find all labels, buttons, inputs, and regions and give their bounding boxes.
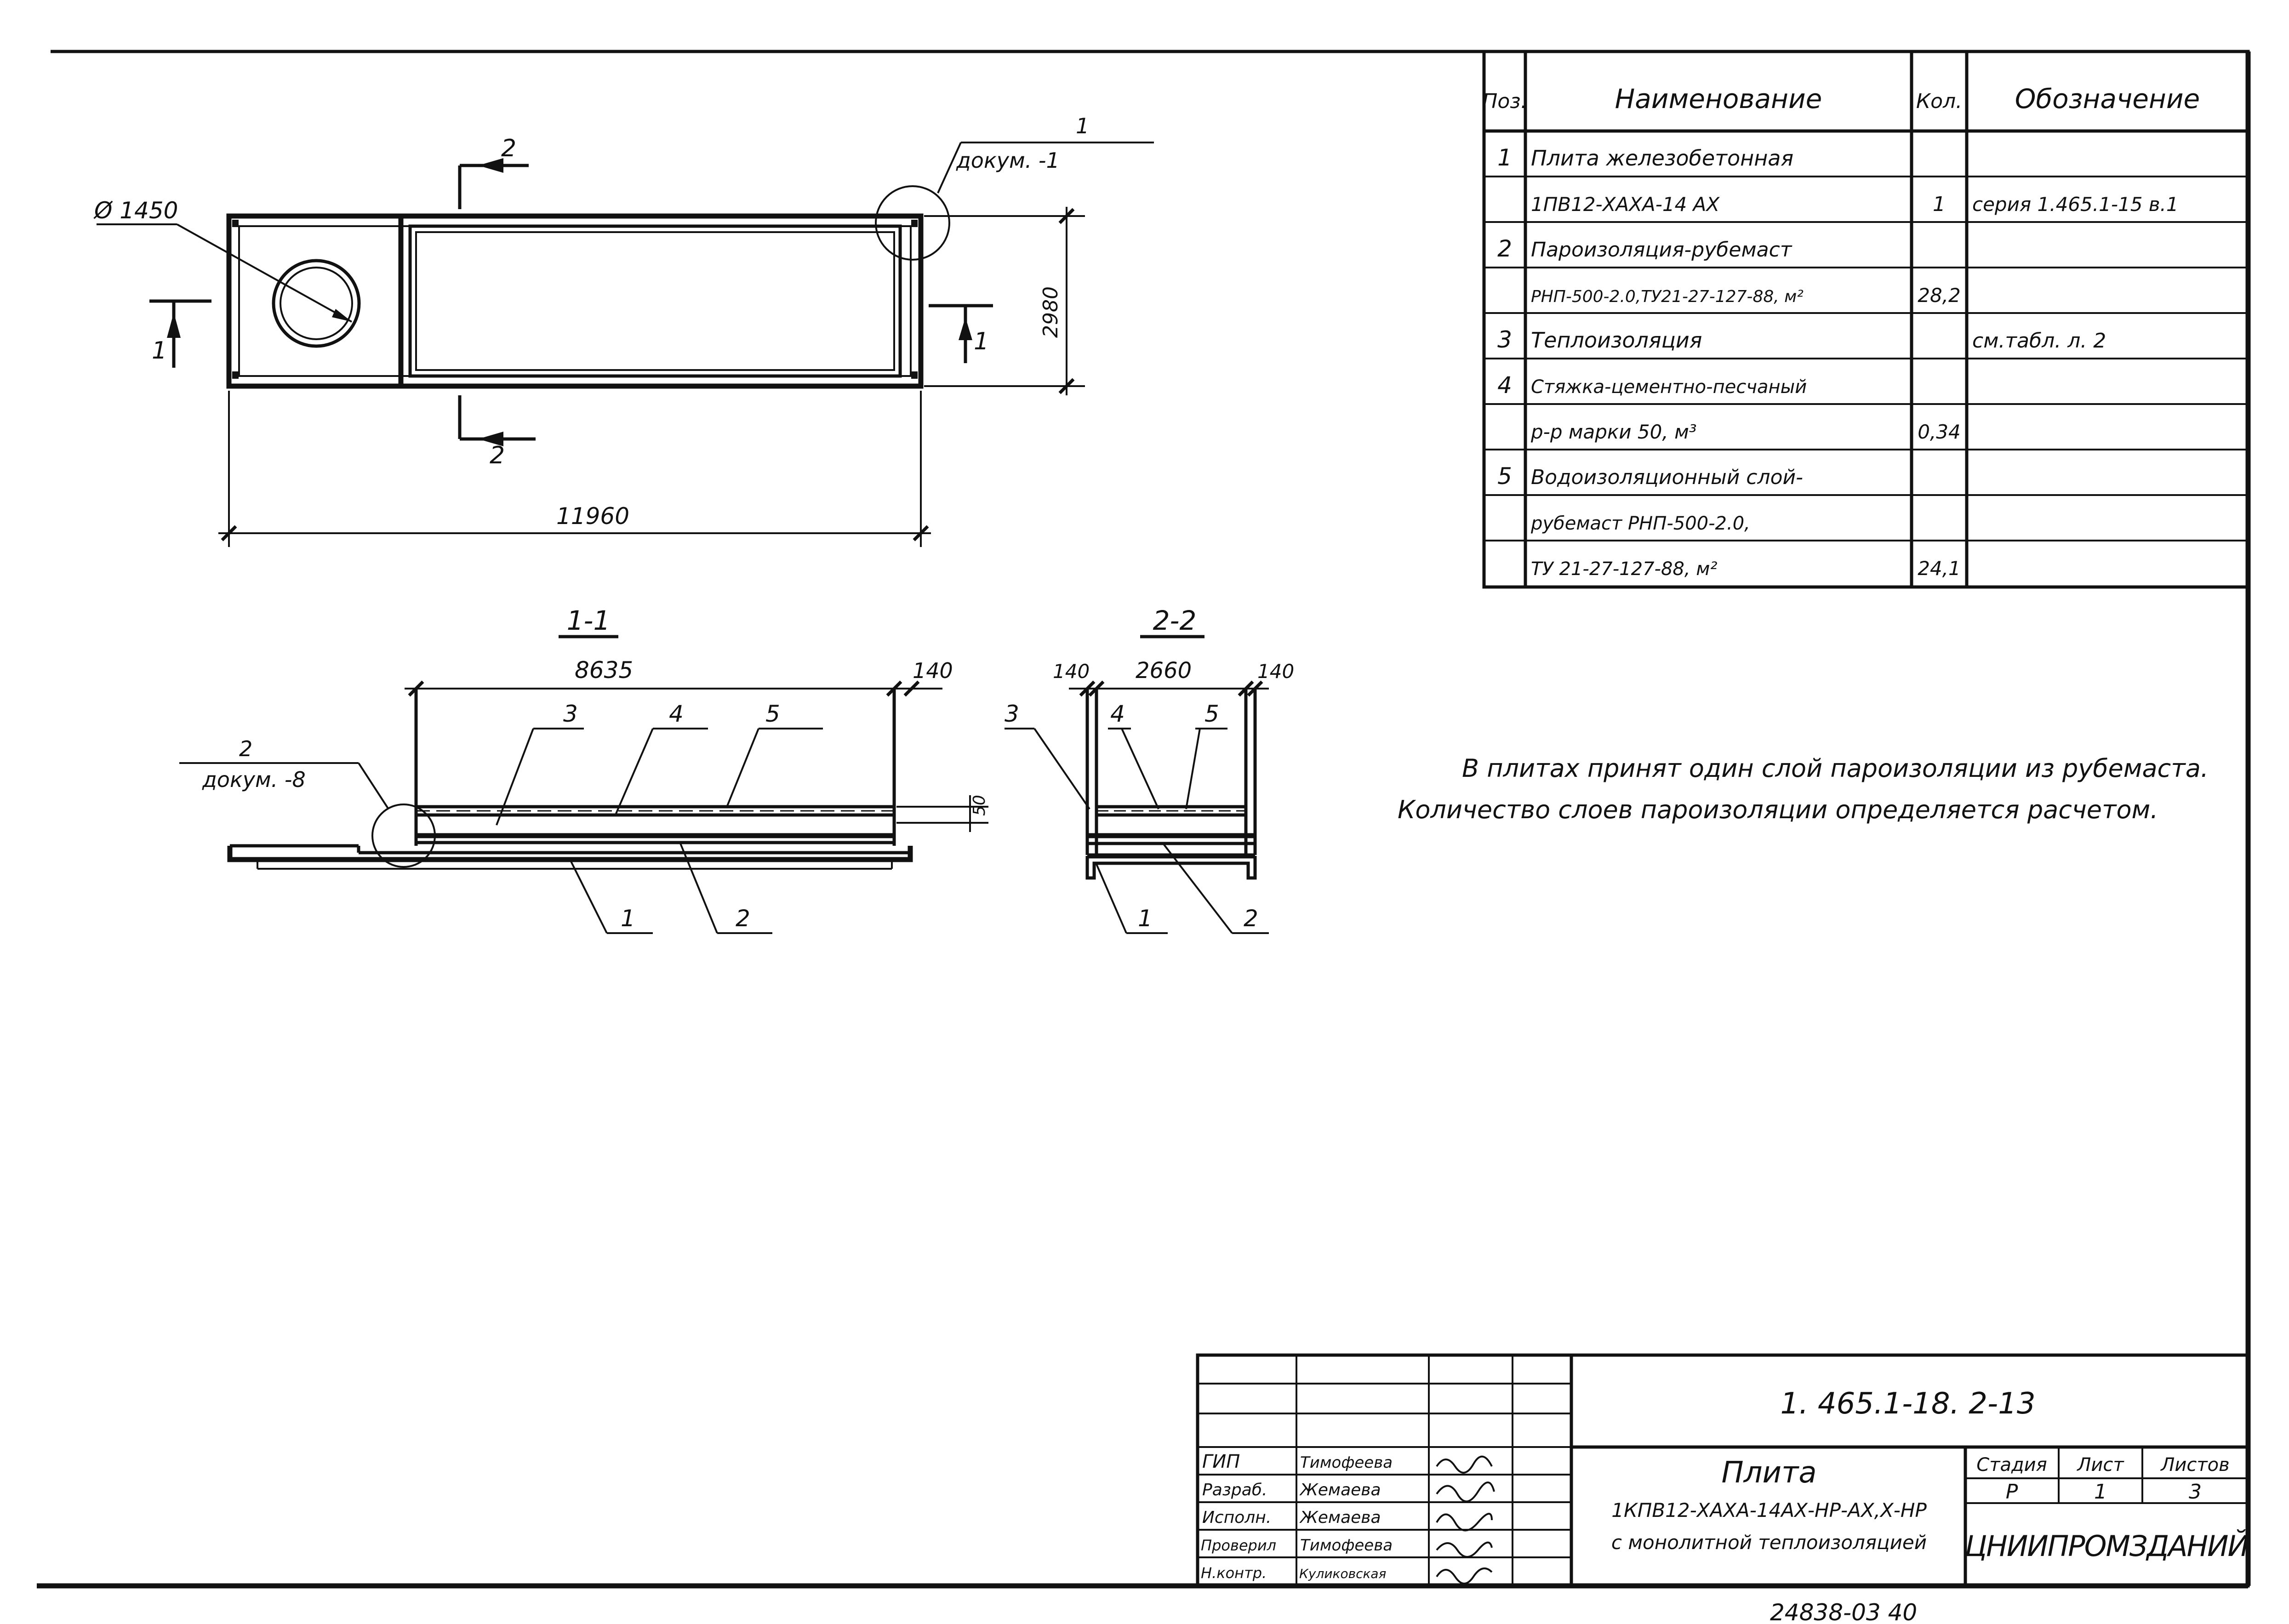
section-2-pos-3: 3 bbox=[1005, 701, 1019, 727]
section-1-pos-3: 3 bbox=[563, 701, 578, 727]
section-2-title: 2-2 bbox=[1153, 605, 1197, 636]
section-1-pos-4: 4 bbox=[669, 701, 684, 727]
tb-role: ГИП bbox=[1202, 1451, 1240, 1472]
tb-role: Н.контр. bbox=[1201, 1564, 1267, 1582]
section-2-2: 2-2 140 2660 140 3 4 5 1 2 bbox=[1005, 605, 1294, 934]
spec-row-qty: 0,34 bbox=[1918, 421, 1961, 443]
plan-opening-circle bbox=[272, 259, 361, 348]
spec-row-designation: см.табл. л. 2 bbox=[1972, 329, 2106, 353]
tb-name: Тимофеева bbox=[1300, 1536, 1393, 1555]
tb-name: Куликовская bbox=[1299, 1566, 1386, 1581]
plan-callout-num: 1 bbox=[1076, 114, 1089, 138]
spec-header-name: Наименование bbox=[1615, 83, 1822, 114]
spec-row-qty: 1 bbox=[1933, 193, 1946, 216]
spec-header-qty: Кол. bbox=[1916, 90, 1962, 113]
plan-dim-width: 2980 bbox=[1039, 286, 1062, 338]
section-1-callout-doc: докум. -8 bbox=[202, 767, 306, 792]
section-1-title: 1-1 bbox=[567, 605, 611, 636]
plan-cut-1-right: 1 bbox=[974, 328, 989, 355]
tb-stage: Р bbox=[2006, 1480, 2018, 1504]
note-line-1: В плитах принят один слой пароизоляции и… bbox=[1462, 754, 2209, 783]
spec-row-pos: 3 bbox=[1497, 326, 1512, 353]
spec-header-pos: Поз. bbox=[1482, 90, 1527, 113]
section-2-dim-right: 140 bbox=[1257, 660, 1294, 683]
tb-sheets-hdr: Листов bbox=[2160, 1454, 2229, 1476]
tb-stage-hdr: Стадия bbox=[1976, 1454, 2047, 1476]
spec-row-pos: 2 bbox=[1497, 235, 1512, 262]
plan-view: Ø 1450 1 докум. -1 2 2 1 1 2980 bbox=[93, 114, 1154, 547]
tb-name: Жемаева bbox=[1299, 1508, 1381, 1527]
section-1-1: 1-1 8635 140 50 2 докум. -8 bbox=[179, 605, 989, 934]
section-1-callout-num: 2 bbox=[239, 736, 252, 761]
section-2-pos-4: 4 bbox=[1110, 701, 1125, 727]
spec-row-name: Стяжка-цементно-песчаный bbox=[1531, 376, 1807, 398]
spec-row-name: р-р марки 50, м³ bbox=[1530, 421, 1697, 443]
tb-title-3: с монолитной теплоизоляцией bbox=[1611, 1531, 1927, 1554]
spec-row-pos: 5 bbox=[1497, 463, 1512, 490]
spec-header-designation: Обозначение bbox=[2015, 83, 2200, 114]
section-1-dim-thk: 50 bbox=[970, 795, 989, 816]
tb-sheets: 3 bbox=[2189, 1480, 2202, 1504]
spec-row-name: Теплоизоляция bbox=[1531, 328, 1702, 353]
plan-cut-2-top: 2 bbox=[501, 135, 516, 162]
section-1-pos-1: 1 bbox=[621, 905, 635, 932]
title-block: ГИП Разраб. Исполн. Проверил Н.контр. Ти… bbox=[1196, 1353, 2250, 1588]
section-2-pos-5: 5 bbox=[1204, 701, 1219, 727]
spec-row-name: 1ПВ12-ХАХА-14 АХ bbox=[1531, 193, 1720, 216]
section-1-dim-span: 8635 bbox=[575, 657, 633, 684]
spec-row-name: РНП-500-2.0,ТУ21-27-127-88, м² bbox=[1531, 287, 1804, 306]
plan-cut-2-bottom: 2 bbox=[490, 442, 505, 469]
section-2-pos-1: 1 bbox=[1138, 905, 1153, 932]
section-1-pos-5: 5 bbox=[765, 701, 780, 727]
spec-row-name: ТУ 21-27-127-88, м² bbox=[1531, 558, 1718, 580]
spec-row-pos: 1 bbox=[1497, 144, 1512, 171]
section-2-dim-left: 140 bbox=[1053, 660, 1090, 683]
tb-sheet: 1 bbox=[2094, 1480, 2107, 1504]
spec-row-name: Пароизоляция-рубемаст bbox=[1531, 238, 1792, 262]
spec-row-pos: 4 bbox=[1497, 372, 1512, 399]
plan-dim-length: 11960 bbox=[556, 503, 629, 530]
plan-callout-doc: докум. -1 bbox=[956, 148, 1060, 173]
plan-cut-1-left: 1 bbox=[152, 337, 167, 365]
note-line-2: Количество слоев пароизоляции определяет… bbox=[1398, 795, 2158, 824]
tb-code: 1. 465.1-18. 2-13 bbox=[1780, 1387, 2035, 1421]
bottom-number: 24838-03 40 bbox=[1770, 1599, 1917, 1624]
spec-row-qty: 24,1 bbox=[1918, 557, 1961, 580]
section-2-pos-2: 2 bbox=[1244, 905, 1258, 932]
tb-name: Жемаева bbox=[1299, 1481, 1381, 1499]
spec-row-designation: серия 1.465.1-15 в.1 bbox=[1972, 193, 2179, 216]
plan-callout-circle bbox=[875, 185, 950, 261]
section-1-pos-2: 2 bbox=[736, 905, 750, 932]
spec-row-name: рубемаст РНП-500-2.0, bbox=[1530, 513, 1750, 534]
tb-role: Проверил bbox=[1201, 1537, 1276, 1554]
tb-sheet-hdr: Лист bbox=[2076, 1454, 2124, 1476]
tb-title-1: Плита bbox=[1721, 1456, 1816, 1490]
tb-role: Разраб. bbox=[1202, 1481, 1267, 1499]
section-2-dim-mid: 2660 bbox=[1136, 658, 1192, 684]
spec-row-name: Водоизоляционный слой- bbox=[1531, 466, 1803, 489]
tb-name: Тимофеева bbox=[1300, 1453, 1393, 1472]
section-1-dim-edge: 140 bbox=[913, 658, 953, 683]
spec-row-name: Плита железобетонная bbox=[1531, 146, 1793, 171]
tb-title-2: 1КПВ12-ХАХА-14АХ-НР-АХ,Х-НР bbox=[1611, 1499, 1927, 1521]
tb-role: Исполн. bbox=[1202, 1508, 1271, 1527]
spec-table: Поз. Наименование Кол. Обозначение 1 Пли… bbox=[1482, 50, 2250, 589]
plan-dim-diameter: Ø 1450 bbox=[93, 197, 178, 224]
spec-row-qty: 28,2 bbox=[1918, 284, 1961, 307]
tb-signatures bbox=[1436, 1455, 1495, 1584]
tb-org: ЦНИИПРОМЗДАНИЙ bbox=[1965, 1529, 2248, 1563]
